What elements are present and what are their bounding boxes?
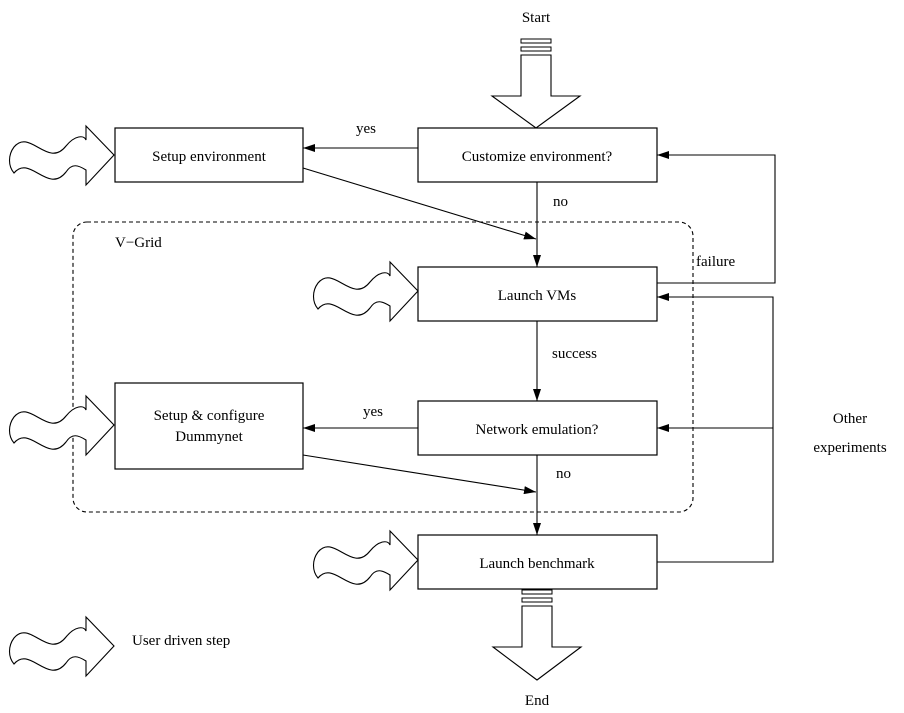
vgrid-region <box>72 221 694 513</box>
edge-other-experiments-loop <box>657 293 774 563</box>
start-arrow <box>490 38 582 129</box>
setup-dummynet-label-line1: Setup & configure <box>154 408 265 424</box>
setup-dummynet-box <box>114 382 304 470</box>
edge-label-other-line1: Other <box>833 411 867 427</box>
edge-label-other-line2: experiments <box>813 440 886 456</box>
legend-user-step-icon <box>8 615 115 678</box>
user-step-icon-setup-environment <box>8 124 115 187</box>
launch-benchmark-label: Launch benchmark <box>479 556 595 572</box>
launch-vms-label: Launch VMs <box>498 288 577 304</box>
edge-failure-loop <box>657 151 776 284</box>
edge-label-no-top: no <box>553 194 568 210</box>
user-step-icon-dummynet <box>8 394 115 457</box>
edge-label-yes-mid: yes <box>363 404 383 420</box>
network-emulation-label: Network emulation? <box>476 422 599 438</box>
user-step-icon-benchmark <box>312 529 419 592</box>
edge-setup-environment-to-vms <box>302 167 537 240</box>
setup-environment-box <box>114 127 304 183</box>
start-label: Start <box>522 10 551 26</box>
customize-environment-label: Customize environment? <box>462 149 613 165</box>
user-step-icon-launch-vms <box>312 260 419 323</box>
vgrid-label: V−Grid <box>115 235 162 251</box>
setup-environment-label: Setup environment <box>152 149 267 165</box>
edge-label-success: success <box>552 346 597 362</box>
setup-dummynet-label-line2: Dummynet <box>175 429 243 445</box>
end-arrow <box>491 589 583 681</box>
edge-label-yes-top: yes <box>356 121 376 137</box>
legend-label: User driven step <box>132 633 230 649</box>
edge-dummynet-to-benchmark <box>302 454 537 495</box>
edge-label-no-mid: no <box>556 466 571 482</box>
edge-label-failure: failure <box>696 254 735 270</box>
end-label: End <box>525 693 550 709</box>
